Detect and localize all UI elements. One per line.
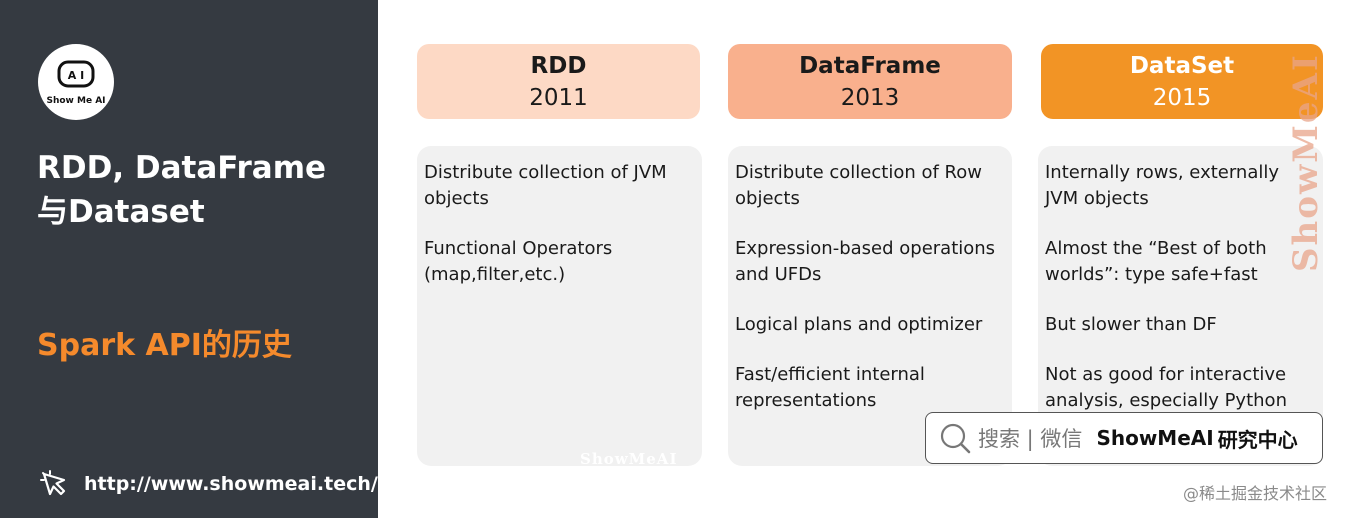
dataframe-name: DataFrame <box>799 53 941 79</box>
rdd-name: RDD <box>530 53 587 79</box>
logo-label: Show Me AI <box>46 96 106 106</box>
slide-title-line2: 与Dataset <box>37 194 205 230</box>
dataset-card: Internally rows, externally JVM objects … <box>1038 146 1323 466</box>
dataframe-point: Expression-based operations and UFDs <box>735 238 996 285</box>
rdd-point: Functional Operators (map,filter,etc.) <box>424 238 613 285</box>
dataset-name: DataSet <box>1129 53 1235 79</box>
wechat-search-banner: 搜索 | 微信 ShowMeAI 研究中心 <box>925 412 1323 464</box>
slide-subtitle: Spark API的历史 <box>37 328 292 363</box>
website-link[interactable]: http://www.showmeai.tech/ <box>38 468 378 500</box>
dataset-point: Almost the “Best of both worlds”: type s… <box>1045 238 1267 285</box>
website-link-text[interactable]: http://www.showmeai.tech/ <box>84 473 378 495</box>
dataframe-point: Fast/efficient internal representations <box>735 364 925 411</box>
dataframe-point: Distribute collection of Row objects <box>735 162 982 209</box>
dataset-header: DataSet 2015 <box>1041 44 1323 119</box>
dataset-point: But slower than DF <box>1045 314 1217 335</box>
juejin-footer-watermark: @稀土掘金技术社区 <box>1183 484 1328 503</box>
rdd-card: Distribute collection of JVM objects Fun… <box>417 146 702 466</box>
search-prefix: 搜索 | 微信 <box>978 427 1083 451</box>
rdd-point: Distribute collection of JVM objects <box>424 162 667 209</box>
slide-title: RDD, DataFrame 与Dataset <box>37 146 357 234</box>
dataframe-year: 2013 <box>840 85 900 111</box>
dataset-year: 2015 <box>1152 85 1212 111</box>
dataframe-point: Logical plans and optimizer <box>735 314 983 335</box>
search-icon <box>940 423 971 454</box>
dataset-point: Not as good for interactive analysis, es… <box>1045 364 1287 411</box>
dataset-point: Internally rows, externally JVM objects <box>1045 162 1280 209</box>
search-brand-cn: 研究中心 <box>1217 427 1298 452</box>
search-brand: ShowMeAI <box>1096 426 1214 450</box>
cursor-click-icon <box>40 470 66 496</box>
vertical-watermark-text: ShowMeAI <box>1287 53 1326 272</box>
showmeai-logo[interactable]: A I Show Me AI <box>38 44 114 120</box>
sidebar: A I Show Me AI RDD, DataFrame 与Dataset S… <box>0 0 378 518</box>
svg-text:A I: A I <box>68 69 84 82</box>
showmeai-vertical-watermark: ShowMeAI <box>1287 53 1326 272</box>
showmeai-inline-watermark: ShowMeAI <box>580 450 678 468</box>
slide-title-line1: RDD, DataFrame <box>37 150 327 186</box>
rdd-year: 2011 <box>529 85 588 111</box>
dataframe-header: DataFrame 2013 <box>728 44 1012 119</box>
robot-face-icon: A I <box>57 60 95 88</box>
rdd-header: RDD 2011 <box>417 44 700 119</box>
